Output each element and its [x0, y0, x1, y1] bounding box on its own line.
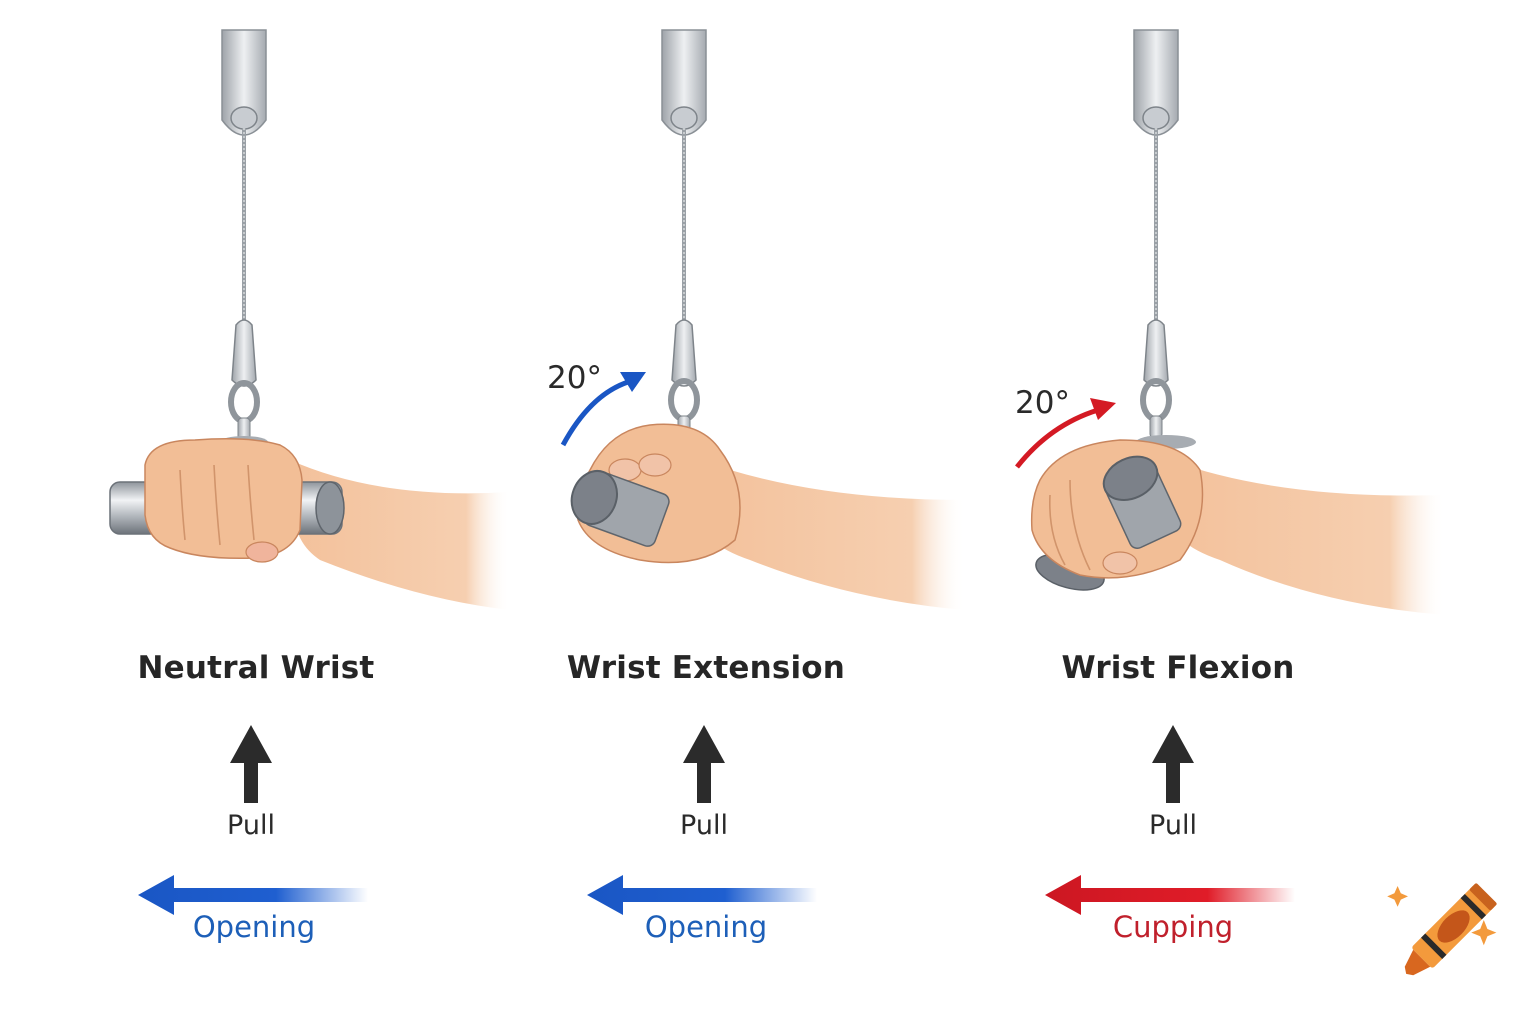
- angle-arc-arrow: [560, 379, 629, 447]
- flexion-grip-illustration: [1015, 29, 1445, 615]
- crayon-icon: [1387, 883, 1497, 976]
- motion-label: Opening: [192, 910, 316, 944]
- angle-label: 20°: [1015, 385, 1070, 421]
- pull-label: Pull: [680, 810, 728, 841]
- arrow-left-icon: [138, 875, 368, 915]
- panel-title: Neutral Wrist: [137, 650, 375, 686]
- arrow-up-icon: [230, 725, 272, 803]
- motion-label: Cupping: [1112, 910, 1234, 944]
- motion-label: Opening: [644, 910, 768, 944]
- arrow-left-icon: [1045, 875, 1295, 915]
- cable-mount: [221, 29, 267, 136]
- angle-arc-arrow: [1015, 407, 1099, 469]
- panel-wrist-extension: 20° Wrist Extension Pull Opening: [450, 0, 965, 1024]
- arrow-left-icon: [587, 875, 817, 915]
- panel-title: Wrist Extension: [566, 650, 846, 686]
- angle-label: 20°: [547, 360, 602, 396]
- arrow-up-icon: [683, 725, 725, 803]
- neutral-grip-illustration: [109, 29, 510, 610]
- pull-label: Pull: [227, 810, 275, 841]
- panel-title: Wrist Flexion: [1061, 650, 1295, 686]
- extension-grip-illustration: [560, 29, 965, 610]
- arrow-up-icon: [1152, 725, 1194, 803]
- pull-label: Pull: [1149, 810, 1197, 841]
- panel-neutral-wrist: Neutral Wrist Pull Opening: [0, 0, 512, 1024]
- panel-wrist-flexion: 20° Wrist Flexion Pull Cupping: [920, 0, 1445, 1024]
